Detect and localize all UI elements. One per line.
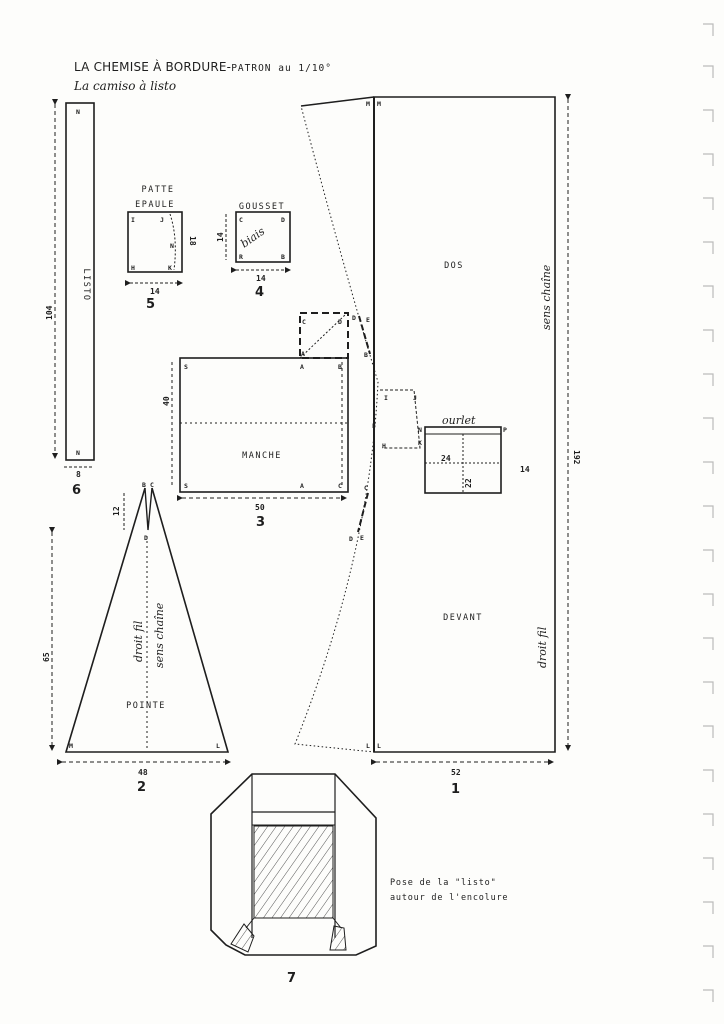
pointe-label: POINTE	[126, 701, 166, 711]
pattern-label: S	[184, 363, 188, 371]
dos-label: DOS	[444, 261, 464, 271]
pattern-label: A	[300, 482, 304, 490]
pattern-label: J	[413, 394, 417, 402]
piece-7-listo-placement: 7	[210, 773, 377, 986]
pattern-label: D	[144, 534, 148, 542]
pattern-label: N	[418, 426, 422, 434]
piece-number-4: 4	[255, 285, 264, 300]
pattern-label: 48	[138, 768, 148, 777]
pattern-label: C	[150, 481, 154, 489]
pattern-label: B	[142, 481, 146, 489]
pattern-label: H	[382, 442, 386, 450]
pattern-label: 14	[256, 274, 266, 283]
pattern-label: 50	[255, 503, 265, 512]
binder-holes	[703, 23, 714, 1002]
pattern-label: E	[360, 534, 364, 542]
pattern-label: M	[69, 742, 73, 750]
pattern-label: P	[503, 426, 507, 434]
pattern-label: C	[302, 318, 306, 326]
pattern-label: F	[372, 422, 376, 430]
piece-number-3: 3	[256, 515, 265, 530]
pattern-label: 12	[112, 506, 121, 516]
piece-3-manche: C D A S A B S A C MANCHE 40 50 3	[162, 312, 349, 530]
pattern-label: K	[418, 439, 422, 447]
pattern-label: droit fil	[536, 626, 549, 668]
caption-line-2: autour de l'encolure	[390, 893, 509, 903]
piece-4-gousset: GOUSSET C D R B biais 14 14 4	[216, 202, 291, 300]
caption-line-1: Pose de la "listo"	[390, 878, 497, 888]
pattern-label: GOUSSET	[239, 202, 285, 212]
pattern-label: B	[338, 363, 342, 371]
pattern-label: droit fil	[132, 620, 145, 662]
pattern-label: A	[301, 350, 305, 358]
manche-label: MANCHE	[242, 451, 282, 461]
pattern-label: B	[364, 351, 368, 359]
pattern-label: I	[131, 216, 135, 224]
listo-width-dim: 8	[76, 470, 81, 479]
pattern-label: L	[216, 742, 220, 750]
pattern-label: sens chaîne	[153, 602, 166, 668]
pattern-label: 192	[572, 450, 581, 465]
piece-number-5: 5	[146, 297, 155, 312]
pattern-label: S	[184, 482, 188, 490]
pattern-label: D	[349, 535, 353, 543]
pattern-label: B	[281, 253, 285, 261]
piece-number-6: 6	[72, 483, 81, 498]
pattern-label: 24	[441, 454, 451, 463]
pattern-label: N	[170, 242, 174, 250]
pattern-label: 14	[216, 232, 225, 242]
pattern-label: 52	[451, 768, 461, 777]
piece-number-2: 2	[137, 780, 146, 795]
pattern-label: M	[377, 100, 381, 108]
pattern-label: 18	[188, 236, 197, 246]
pattern-label: E	[366, 316, 370, 324]
devant-label: DEVANT	[443, 613, 483, 623]
pattern-label: biais	[238, 225, 267, 251]
pattern-label: D	[281, 216, 285, 224]
listo-label: LISTO	[81, 268, 91, 301]
pattern-label: I	[384, 394, 388, 402]
pattern-label: D	[338, 318, 342, 326]
pattern-label: 14	[520, 465, 530, 474]
pattern-label: R	[239, 253, 243, 261]
pattern-label: H	[131, 264, 135, 272]
pattern-label: N	[76, 108, 80, 116]
page-title: LA CHEMISE À BORDURE-PATRON au 1/10°	[74, 60, 332, 74]
pattern-label: 22	[464, 478, 473, 488]
piece-1-body: M M L L D E B F C D E DOS DEVANT sens ch…	[294, 94, 581, 797]
pattern-label: sens chaîne	[540, 264, 553, 330]
pattern-label: L	[377, 742, 381, 750]
pattern-label: 40	[162, 396, 171, 406]
pattern-label: C	[338, 482, 342, 490]
pattern-label: PATTE	[141, 185, 174, 195]
pattern-label: M	[366, 100, 370, 108]
provencal-title: La camiso à listo	[74, 79, 177, 93]
pattern-label: A	[300, 363, 304, 371]
pattern-label: EPAULE	[135, 200, 175, 210]
piece-number-7: 7	[287, 971, 296, 986]
pattern-label: L	[366, 742, 370, 750]
pattern-label: D	[352, 314, 356, 322]
pattern-label: K	[168, 264, 172, 272]
ourlet-label: ourlet	[442, 414, 476, 427]
caption: Pose de la "listo" autour de l'encolure	[390, 876, 508, 906]
pattern-label: J	[160, 216, 164, 224]
piece-number-1: 1	[451, 782, 460, 797]
pattern-label: 65	[42, 652, 51, 662]
pattern-label: N	[76, 449, 80, 457]
pattern-label: C	[239, 216, 243, 224]
pattern-label: 14	[150, 287, 160, 296]
piece-2-pointe: B C D M L droit fil sens chaîne POINTE 1…	[42, 481, 231, 795]
page-subtitle: PATRON au 1/10°	[231, 63, 332, 74]
piece-6-listo: N N LISTO 104 8 6	[45, 99, 95, 498]
pattern-label: C	[364, 484, 368, 492]
piece-5-patte-epaule: PATTE EPAULE I J N H K 14 18 5	[125, 185, 197, 312]
listo-height-dim: 104	[45, 305, 54, 320]
